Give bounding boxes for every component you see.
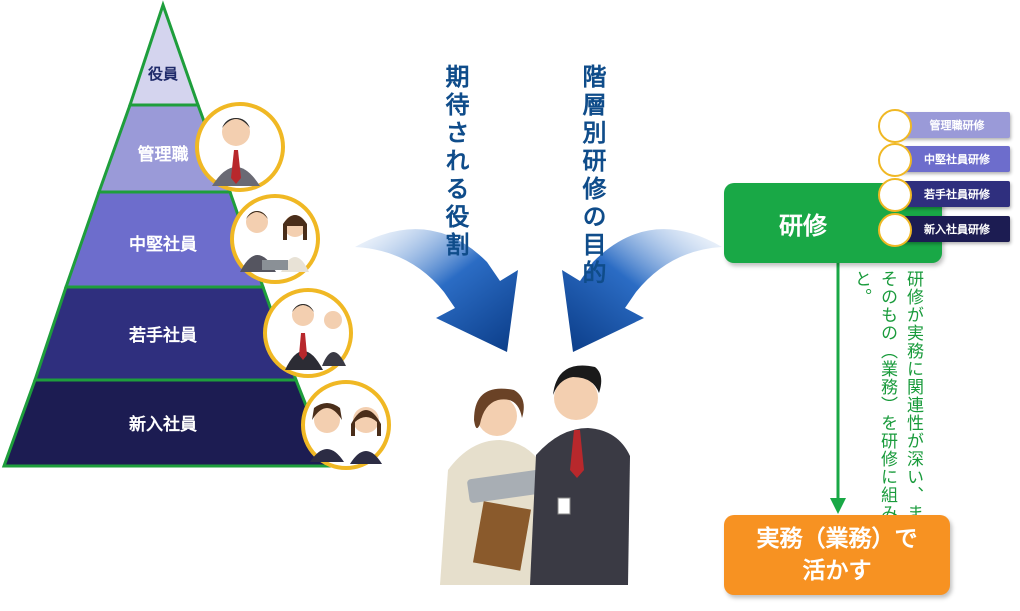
tier-label-executive: 役員 bbox=[148, 65, 178, 83]
training-to-result-arrowhead bbox=[830, 498, 846, 514]
business-people-illustration bbox=[440, 365, 630, 585]
training-box-label: 研修 bbox=[779, 211, 827, 240]
newhire-mini-portrait bbox=[878, 213, 912, 247]
tier-label-midlevel: 中堅社員 bbox=[129, 234, 197, 255]
apply-line-2: 活かす bbox=[802, 558, 872, 584]
expected-role-text: 期待される役割 bbox=[441, 64, 469, 260]
pyramid: 役員 管理職 中堅社員 若手社員 新入社員 bbox=[1, 0, 333, 468]
junior-mini-portrait bbox=[878, 178, 912, 212]
left-curved-arrow bbox=[355, 229, 518, 352]
training-note: 研修が実務に関連性が深い、または実務そのもの（業務）を研修に組み込むこと。 bbox=[851, 270, 923, 594]
pyramid-tier-executive bbox=[127, 0, 201, 107]
course-label-manager: 管理職研修 bbox=[894, 112, 1010, 138]
training-purpose-text: 階層別研修の目的 bbox=[578, 64, 606, 288]
junior-portrait bbox=[263, 288, 353, 378]
midlevel-mini-portrait bbox=[878, 143, 912, 177]
tier-label-junior: 若手社員 bbox=[128, 325, 197, 346]
manager-portrait bbox=[195, 102, 285, 192]
course-tag-junior: 若手社員研修 bbox=[878, 178, 1010, 212]
course-tag-midlevel: 中堅社員研修 bbox=[878, 143, 1010, 177]
newhire-portrait bbox=[301, 380, 391, 470]
apply-in-practice-box: 実務（業務）で 活かす bbox=[724, 515, 950, 595]
tier-label-manager: 管理職 bbox=[138, 144, 189, 165]
course-label-junior: 若手社員研修 bbox=[894, 181, 1010, 207]
manager-mini-portrait bbox=[878, 109, 912, 143]
course-label-midlevel: 中堅社員研修 bbox=[894, 146, 1010, 172]
midlevel-portrait bbox=[230, 194, 320, 284]
course-tag-manager: 管理職研修 bbox=[878, 109, 1010, 143]
apply-line-1: 実務（業務）で bbox=[756, 526, 918, 552]
right-curved-arrow bbox=[562, 229, 722, 352]
course-tag-newhire: 新入社員研修 bbox=[878, 213, 1010, 247]
course-label-newhire: 新入社員研修 bbox=[894, 216, 1010, 242]
tier-label-newhire: 新入社員 bbox=[129, 414, 197, 435]
